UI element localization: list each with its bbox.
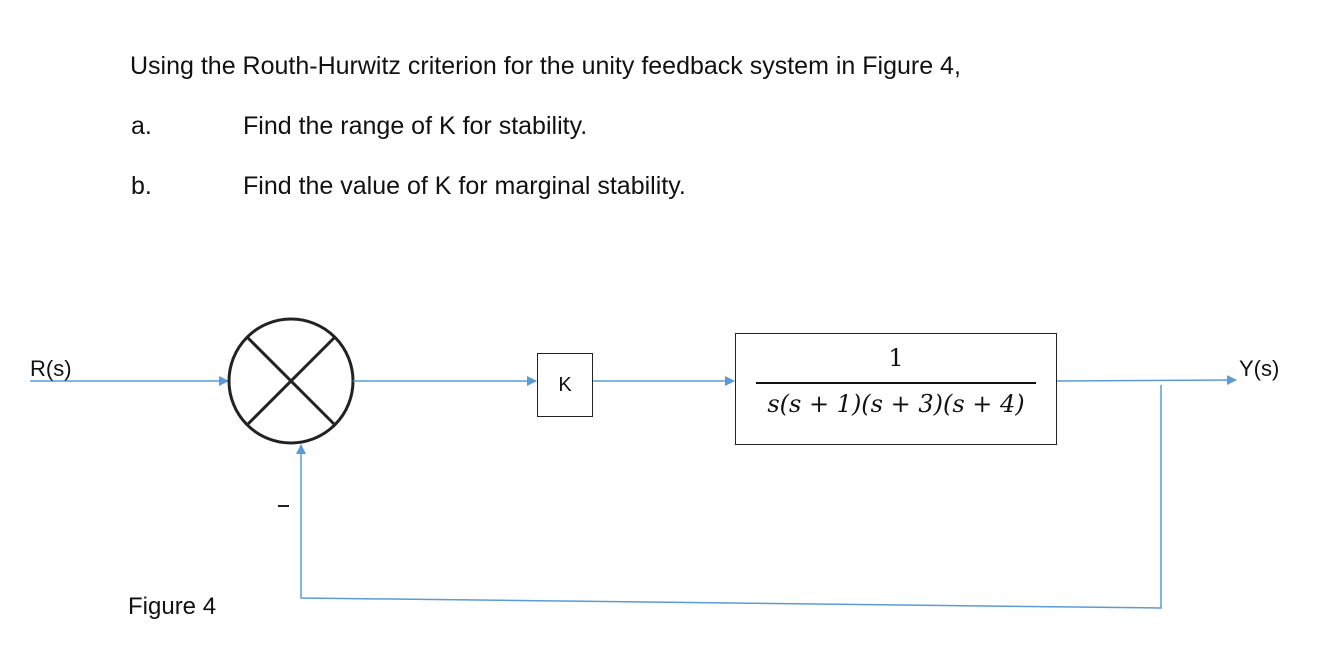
item-b-text: Find the value of K for marginal stabili… (243, 172, 686, 200)
item-a-text: Find the range of K for stability. (243, 112, 588, 140)
gain-block-label: K (558, 373, 572, 396)
figure-caption: Figure 4 (128, 593, 217, 620)
fraction-bar (756, 382, 1036, 384)
output-label: Y(s) (1239, 356, 1280, 381)
gain-block: K (537, 353, 593, 417)
plant-numerator: 1 (888, 344, 904, 372)
input-label: R(s) (30, 356, 72, 381)
question-intro: Using the Routh-Hurwitz criterion for th… (130, 52, 961, 80)
item-b-marker: b. (131, 172, 152, 200)
feedback-minus-sign (278, 505, 289, 507)
summing-junction (227, 317, 355, 445)
output-signal-line (1056, 375, 1237, 386)
plant-denominator: s(s + 1)(s + 3)(s + 4) (767, 390, 1025, 418)
plant-block: 1 s(s + 1)(s + 3)(s + 4) (735, 333, 1057, 445)
feedback-path (296, 385, 1162, 609)
item-a-marker: a. (131, 112, 152, 140)
